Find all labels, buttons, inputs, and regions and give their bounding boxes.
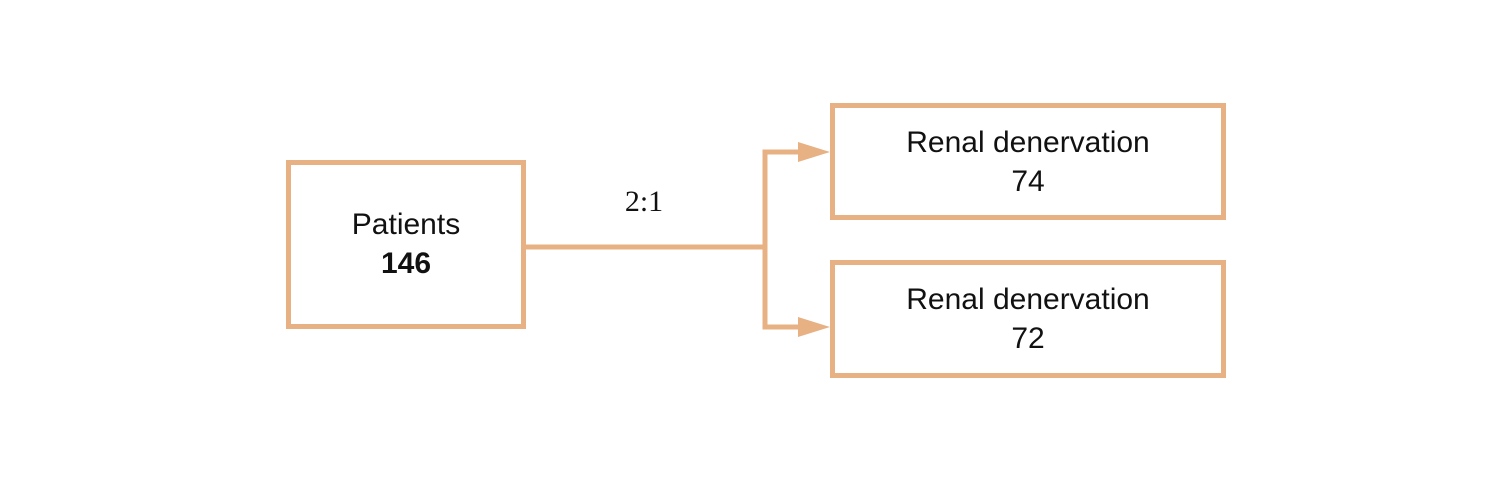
arm-node-label: Renal denervation bbox=[906, 125, 1150, 159]
arm-node-count: 72 bbox=[1011, 322, 1045, 355]
arrowhead-bottom-icon bbox=[798, 317, 830, 337]
arm-node-renal-denervation-72: Renal denervation 72 bbox=[830, 260, 1226, 378]
arm-node-label: Renal denervation bbox=[906, 283, 1150, 316]
arm-node-renal-denervation-74: Renal denervation 74 bbox=[830, 103, 1226, 220]
source-node-label: Patients bbox=[351, 208, 461, 242]
randomization-ratio-label: 2:1 bbox=[624, 185, 664, 218]
arrowhead-top-icon bbox=[798, 142, 830, 162]
source-node-count: 146 bbox=[380, 246, 432, 280]
arm-node-count: 74 bbox=[1011, 164, 1045, 198]
source-node: Patients 146 bbox=[286, 160, 526, 329]
